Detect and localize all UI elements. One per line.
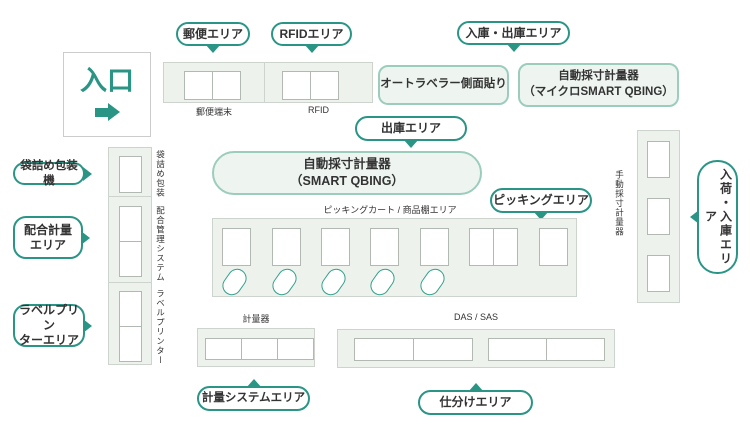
zone-label-blend-system: 配合管理システム [155,206,166,282]
equipment-cell [647,255,670,292]
picking-cart [268,265,301,299]
equipment-cell [205,338,242,360]
zone-label-bagging: 袋詰め包装 [155,150,166,198]
pointer-down [303,44,320,53]
badge-label: 袋詰め包装機 [20,160,78,187]
picking-cart [416,265,449,299]
area-badge-weighing-system: 計量システムエリア [197,379,310,411]
zone-box-bagging [108,147,152,197]
equipment-cell [119,326,142,362]
badge-label-line2: エリア [29,237,66,252]
shelf-cell [469,228,494,266]
zone-box-manual-measure [637,130,680,303]
shelf-cell [321,228,350,266]
zone-label-manual-measure: 手動採寸計量器 [614,170,625,237]
pointer-down [403,139,419,148]
shelf-cell [272,228,301,266]
equipment-cell [184,71,213,100]
shelf-cell [539,228,568,266]
badge-label: 郵便エリア [182,26,243,41]
area-badge-picking: ピッキングエリア [490,188,592,220]
shelf-cell [420,228,449,266]
zone-box-picking [212,218,577,299]
equipment-cell [413,338,473,361]
equipment-box-smart-qbing: 自動採寸計量器 （SMART QBING） [212,151,482,195]
equipment-cell [488,338,547,361]
zone-box-postal-terminal [163,62,265,103]
picking-cart [317,265,350,299]
equipment-cell [546,338,605,361]
zone-box-blend-system [108,196,152,283]
pointer-left [690,210,699,224]
equipment-label: オートラベラー側面貼り [380,78,507,91]
area-badge-outbound: 出庫エリア [355,116,467,148]
equipment-cell [647,198,670,235]
zone-label-das-sas: DAS / SAS [453,312,498,322]
zone-label-picking-shelf: ピッキングカート / 商品棚エリア [323,205,457,215]
pointer-up [245,379,262,388]
shelf-cell [370,228,399,266]
zone-box-rfid [264,62,373,103]
equipment-cell [354,338,414,361]
equipment-cell [282,71,311,100]
equipment-cell [119,156,142,193]
pointer-down [205,44,221,53]
pointer-down [505,43,522,52]
equipment-cell [310,71,339,100]
zone-label-rfid: RFID [308,105,329,115]
badge-label: 計量システムエリア [201,392,306,405]
equipment-cell [212,71,241,100]
zone-label-scale: 計量器 [242,314,270,324]
area-badge-inbound-outbound: 入庫・出庫エリア [457,21,570,52]
shelf-cell [493,228,518,266]
equipment-box-micro-smart-qbing: 自動採寸計量器 （マイクロSMART QBING） [518,63,679,107]
area-badge-label-printer: ラベルプリン ターエリア [13,303,92,347]
zone-box-scale [197,328,315,367]
badge-label: 入荷・入庫エリア [703,168,733,266]
shelf-cell [222,228,251,266]
picking-cart [218,265,251,299]
equipment-cell [119,291,142,327]
equipment-cell [647,141,670,178]
picking-cart [366,265,399,299]
entrance-box: 入口 [63,52,151,137]
badge-label: 仕分けエリア [439,395,512,409]
equipment-cell [241,338,278,360]
area-badge-blend-weighing: 配合計量 エリア [13,216,90,259]
area-badge-postal: 郵便エリア [176,22,250,53]
pointer-right [81,230,90,245]
equipment-label-line1: 自動採寸計量器 [303,157,391,172]
area-badge-rfid: RFIDエリア [271,22,352,53]
equipment-label-line2: （マイクロSMART QBING） [523,86,674,98]
equipment-label-line2: （SMART QBING） [290,174,404,188]
pointer-up [467,383,484,392]
badge-label: RFIDエリア [279,26,344,41]
area-badge-sorting: 仕分けエリア [418,383,533,415]
equipment-box-autolabeler: オートラベラー側面貼り [378,65,509,105]
pointer-right [83,318,92,333]
area-badge-receiving: 入荷・入庫エリア [690,160,738,274]
area-badge-bagging-machine: 袋詰め包装機 [13,160,92,187]
entrance-label: 入口 [80,66,134,96]
pointer-right [83,166,92,181]
equipment-cell [119,241,142,277]
badge-label: 入庫・出庫エリア [465,25,562,40]
zone-label-label-printer: ラベルプリンター [155,289,166,365]
right-arrow-icon [94,103,120,121]
badge-label-line1: 配合計量 [23,222,72,237]
zone-label-postal-terminal: 郵便端末 [195,107,232,117]
equipment-cell [277,338,314,360]
badge-label: ピッキングエリア [493,193,589,207]
equipment-label-line1: 自動採寸計量器 [558,70,639,83]
badge-label-line2: ターエリア [18,333,79,347]
zone-box-label-printer [108,282,152,365]
pointer-down [533,211,549,220]
badge-label-line1: ラベルプリン [18,303,79,332]
badge-label: 出庫エリア [380,121,441,135]
equipment-cell [119,206,142,242]
zone-box-das-sas [337,329,615,368]
